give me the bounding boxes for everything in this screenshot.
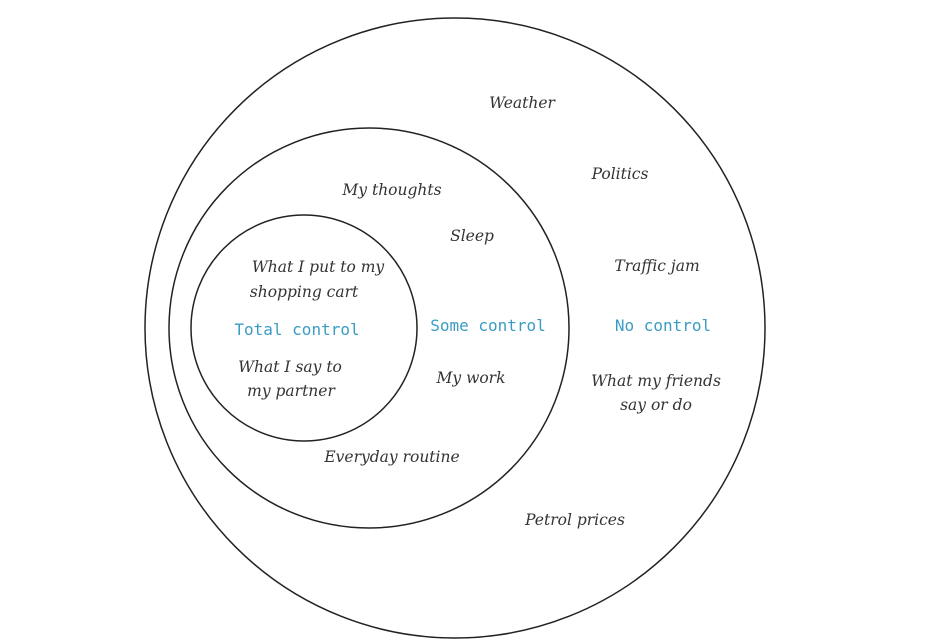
item-petrol-prices: Petrol prices (524, 511, 625, 529)
item-sleep: Sleep (450, 227, 494, 245)
item-my-work: My work (436, 369, 506, 387)
item-my-thoughts: My thoughts (341, 181, 441, 199)
item-shopping-cart-line1: What I put to my (252, 258, 385, 276)
inner-circle-total-control (190, 214, 418, 442)
item-weather: Weather (489, 94, 556, 112)
zone-label-no-control: No control (615, 316, 711, 335)
item-friends-line1: What my friends (591, 372, 721, 390)
item-partner-line2: my partner (247, 382, 336, 400)
item-shopping-cart-line2: shopping cart (250, 283, 359, 301)
item-politics: Politics (591, 165, 649, 183)
zone-label-total-control: Total control (234, 320, 359, 339)
item-friends-line2: say or do (620, 396, 692, 414)
item-everyday-routine: Everyday routine (323, 448, 459, 466)
middle-circle-some-control (168, 127, 570, 529)
item-partner-line1: What I say to (238, 358, 342, 376)
zone-label-some-control: Some control (430, 316, 546, 335)
item-traffic-jam: Traffic jam (614, 257, 699, 275)
outer-circle-no-control (144, 17, 766, 639)
